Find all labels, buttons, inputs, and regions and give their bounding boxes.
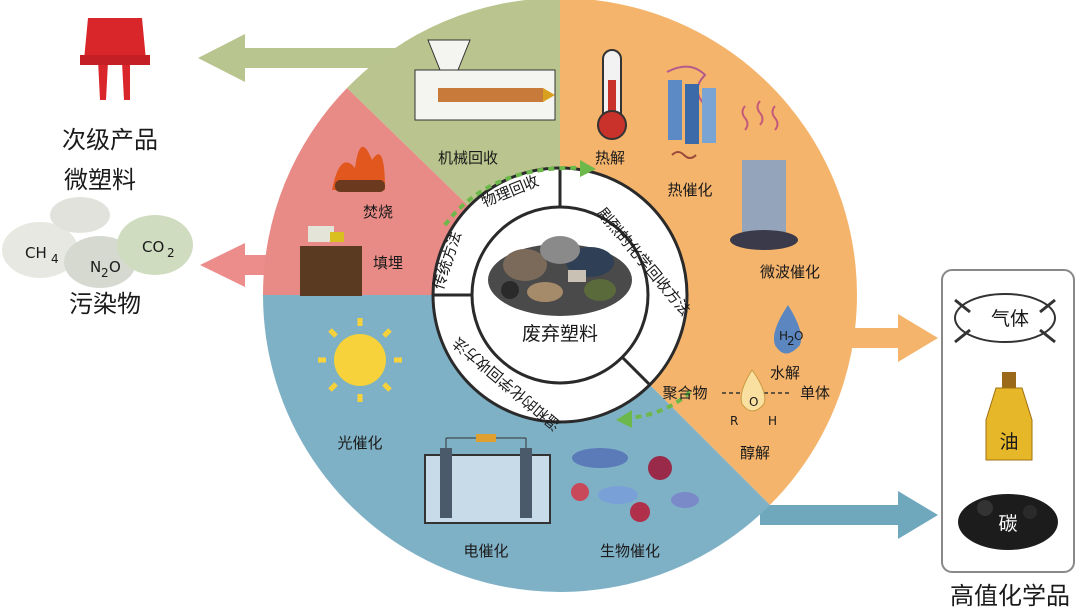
arrow-to-gas (830, 314, 938, 362)
h2o-2: 2 (787, 334, 795, 348)
label-pyrolysis: 热解 (595, 149, 625, 167)
label-monomer: 单体 (800, 384, 830, 402)
dashed-arc-bottom (627, 390, 692, 420)
fire-icon (332, 146, 385, 192)
ch4-text: CH (25, 244, 47, 262)
n2o-sub: 2 (101, 266, 109, 280)
catalyst-structure-icon (666, 65, 716, 159)
sector-drastic (560, 0, 857, 505)
dashed-arc-top-head (580, 160, 596, 177)
label-carbon: 碳 (998, 513, 1017, 535)
label-landfill: 填埋 (373, 254, 403, 272)
arrow-to-high-value (760, 491, 938, 539)
label-electrocatalysis: 电催化 (463, 542, 508, 560)
smoke-cloud-icon (2, 197, 193, 288)
label-hydrolysis: 水解 (770, 364, 800, 382)
label-gas: 气体 (991, 308, 1029, 330)
label-microplastic: 微塑料 (64, 166, 136, 194)
sun-icon (318, 318, 402, 402)
label-alcoholysis: 醇解 (740, 444, 770, 462)
co2-text: CO (142, 238, 164, 256)
garbage-pile-icon (488, 236, 632, 316)
gas-cloud-icon (954, 293, 1056, 344)
microwave-icon (730, 100, 798, 250)
landfill-icon (300, 226, 362, 296)
label-thermal-catalysis: 热催化 (667, 181, 712, 199)
label-secondary-product: 次级产品 (62, 126, 158, 154)
water-drop-icon (773, 305, 802, 354)
label-high-value-chemicals: 高值化学品 (950, 582, 1070, 610)
alcohol-drop-icon (740, 369, 766, 412)
arrow-to-secondary (198, 34, 430, 82)
ch4-sub: 4 (51, 252, 59, 266)
thermometer-icon (597, 49, 627, 140)
label-polymer: 聚合物 (662, 384, 707, 402)
extruder-icon (414, 39, 556, 121)
high-value-box (941, 269, 1075, 573)
n2o-o: O (109, 258, 121, 276)
dashed-arc-top (443, 165, 583, 227)
label-mechanical: 机械回收 (438, 149, 498, 167)
label-incineration: 焚烧 (363, 203, 393, 221)
h2o-h: H (779, 329, 788, 343)
label-pollutant: 污染物 (69, 290, 141, 318)
h2o-o: O (794, 329, 803, 343)
label-oil: 油 (999, 431, 1018, 453)
ring-divider-right (620, 355, 652, 387)
microbe-icon (571, 448, 699, 522)
alc-r: R (730, 414, 738, 428)
center-label: 废弃塑料 (522, 323, 598, 345)
label-biocatalysis: 生物催化 (600, 542, 660, 560)
label-photocatalysis: 光催化 (337, 434, 382, 452)
alc-h: H (768, 414, 777, 428)
oil-bottle-icon (985, 372, 1033, 461)
label-microwave: 微波催化 (760, 263, 820, 281)
dashed-arc-bottom-head (616, 410, 632, 428)
chair-icon (80, 18, 150, 100)
n2o-n: N (90, 258, 101, 276)
electrolysis-cell-icon (424, 434, 551, 524)
arrow-to-pollutant (200, 243, 300, 287)
alc-o: O (749, 395, 758, 409)
carbon-pile-icon (958, 494, 1058, 550)
co2-sub: 2 (167, 246, 175, 260)
